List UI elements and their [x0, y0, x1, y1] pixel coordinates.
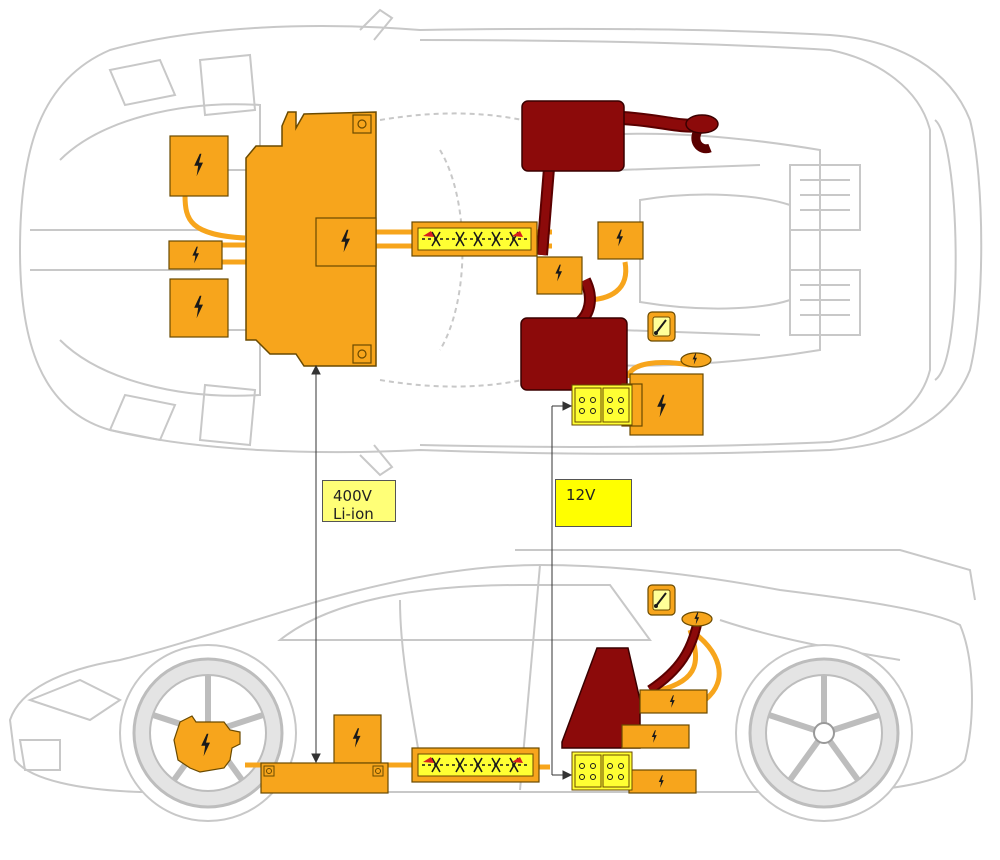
rear-wheel: [735, 644, 913, 822]
hv-battery-pack-side: [260, 714, 389, 794]
lv-battery-voltage: 12V: [566, 486, 596, 504]
fuse-strip-top: [411, 221, 538, 257]
lv-battery-top: [571, 352, 712, 436]
front-motor-side: [173, 715, 241, 773]
car-side-view-outline: [8, 549, 976, 793]
hv-battery-label: 400V Li-ion: [322, 480, 396, 523]
engine-exhaust-top: [520, 100, 719, 391]
front-power-electronics-top: [168, 135, 229, 338]
fuse-strip-side: [411, 747, 540, 783]
car-top-view-outline: [18, 8, 983, 477]
hv-battery-connector-arrow: [311, 364, 321, 764]
engine-side: [561, 611, 713, 749]
hv-battery-chemistry: Li-ion: [333, 505, 374, 523]
hv-battery-pack-top: [245, 111, 377, 367]
lv-battery-label: 12V: [555, 479, 632, 527]
lv-battery-side: [571, 751, 633, 791]
disconnect-switch-icon: [647, 311, 676, 342]
lv-battery-connector-arrow: [551, 401, 573, 780]
disconnect-switch-icon: [647, 584, 676, 616]
hv-battery-voltage: 400V: [333, 487, 372, 505]
